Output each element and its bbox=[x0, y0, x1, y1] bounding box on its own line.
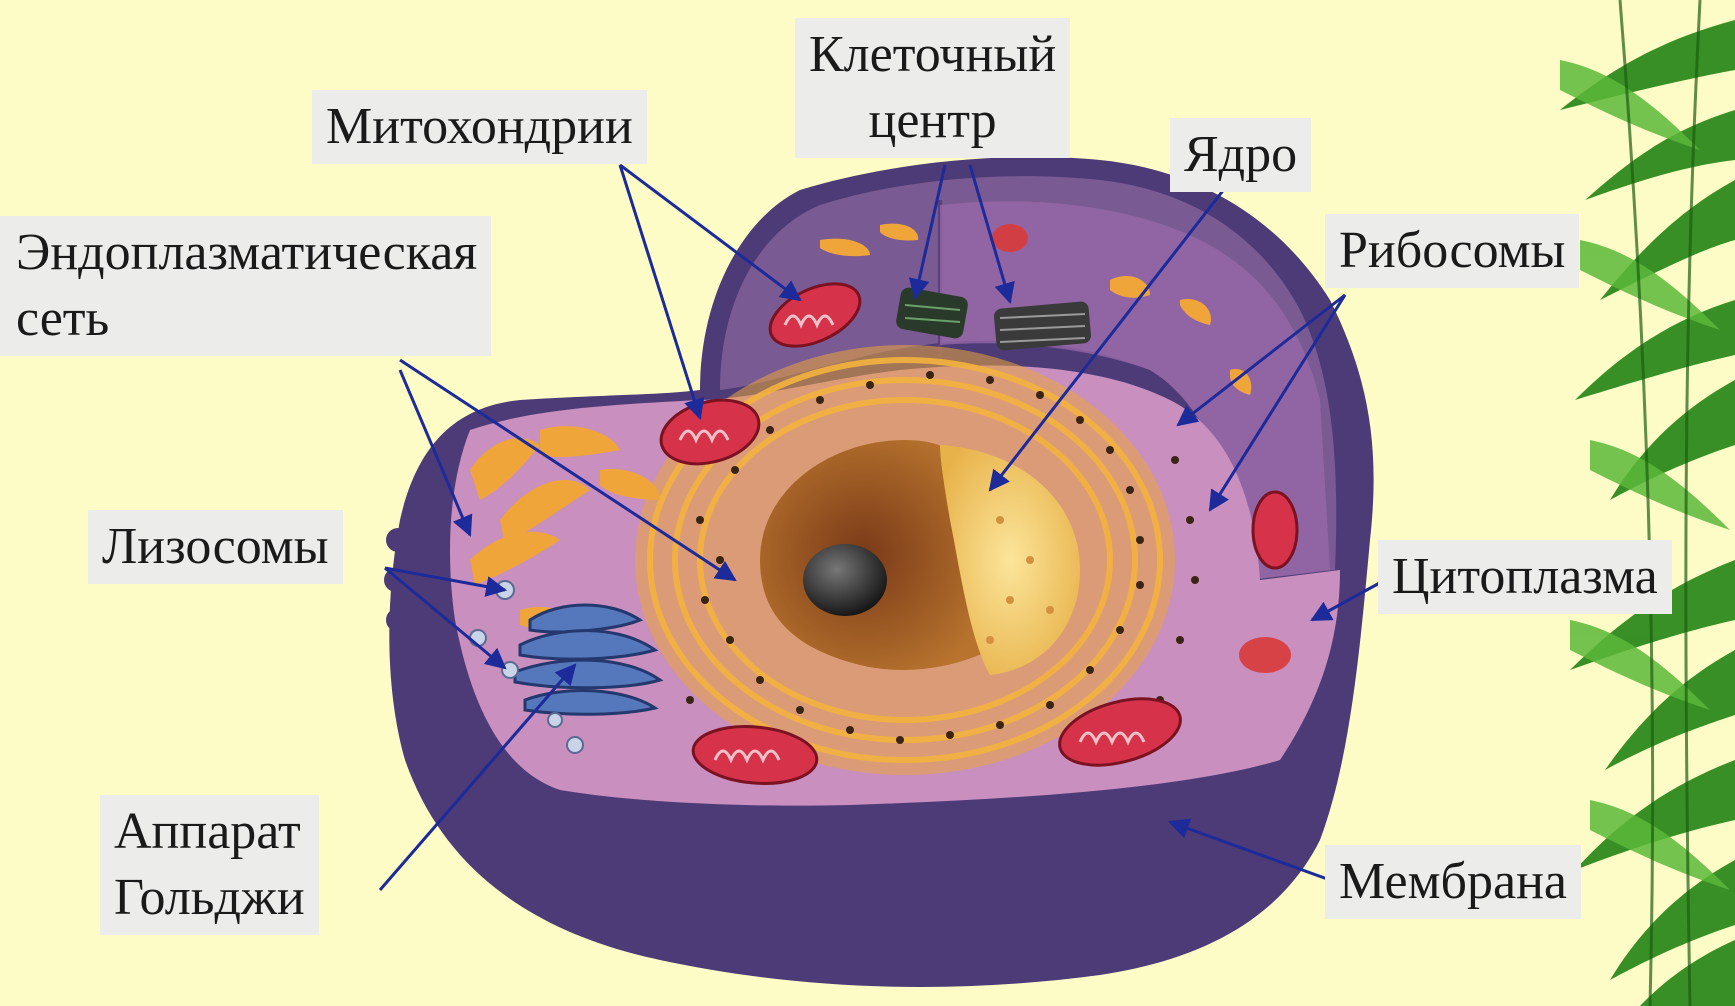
label-lysosomes: Лизосомы bbox=[88, 510, 343, 584]
label-ribosomes-text: Рибосомы bbox=[1339, 218, 1565, 284]
label-cell-center-line2: центр bbox=[809, 88, 1056, 154]
label-mitochondria: Митохондрии bbox=[312, 90, 647, 164]
foliage-decoration bbox=[1560, 0, 1735, 1006]
label-lysosomes-text: Лизосомы bbox=[102, 514, 329, 580]
label-membrane: Мембрана bbox=[1325, 845, 1581, 919]
label-cytoplasm-text: Цитоплазма bbox=[1392, 544, 1658, 610]
label-cytoplasm: Цитоплазма bbox=[1378, 540, 1672, 614]
label-nucleus: Ядро bbox=[1170, 118, 1311, 192]
label-golgi-line2: Гольджи bbox=[114, 865, 305, 931]
label-er-line2: сеть bbox=[16, 286, 477, 352]
label-golgi-apparatus: Аппарат Гольджи bbox=[100, 795, 319, 935]
label-nucleus-text: Ядро bbox=[1184, 122, 1297, 188]
label-ribosomes: Рибосомы bbox=[1325, 214, 1579, 288]
label-endoplasmic-reticulum: Эндоплазматическая сеть bbox=[0, 216, 491, 356]
label-cell-center-line1: Клеточный bbox=[809, 22, 1056, 88]
label-golgi-line1: Аппарат bbox=[114, 799, 305, 865]
label-mitochondria-text: Митохондрии bbox=[326, 94, 633, 160]
label-membrane-text: Мембрана bbox=[1339, 849, 1567, 915]
label-cell-center: Клеточный центр bbox=[795, 18, 1070, 158]
label-er-line1: Эндоплазматическая bbox=[16, 220, 477, 286]
